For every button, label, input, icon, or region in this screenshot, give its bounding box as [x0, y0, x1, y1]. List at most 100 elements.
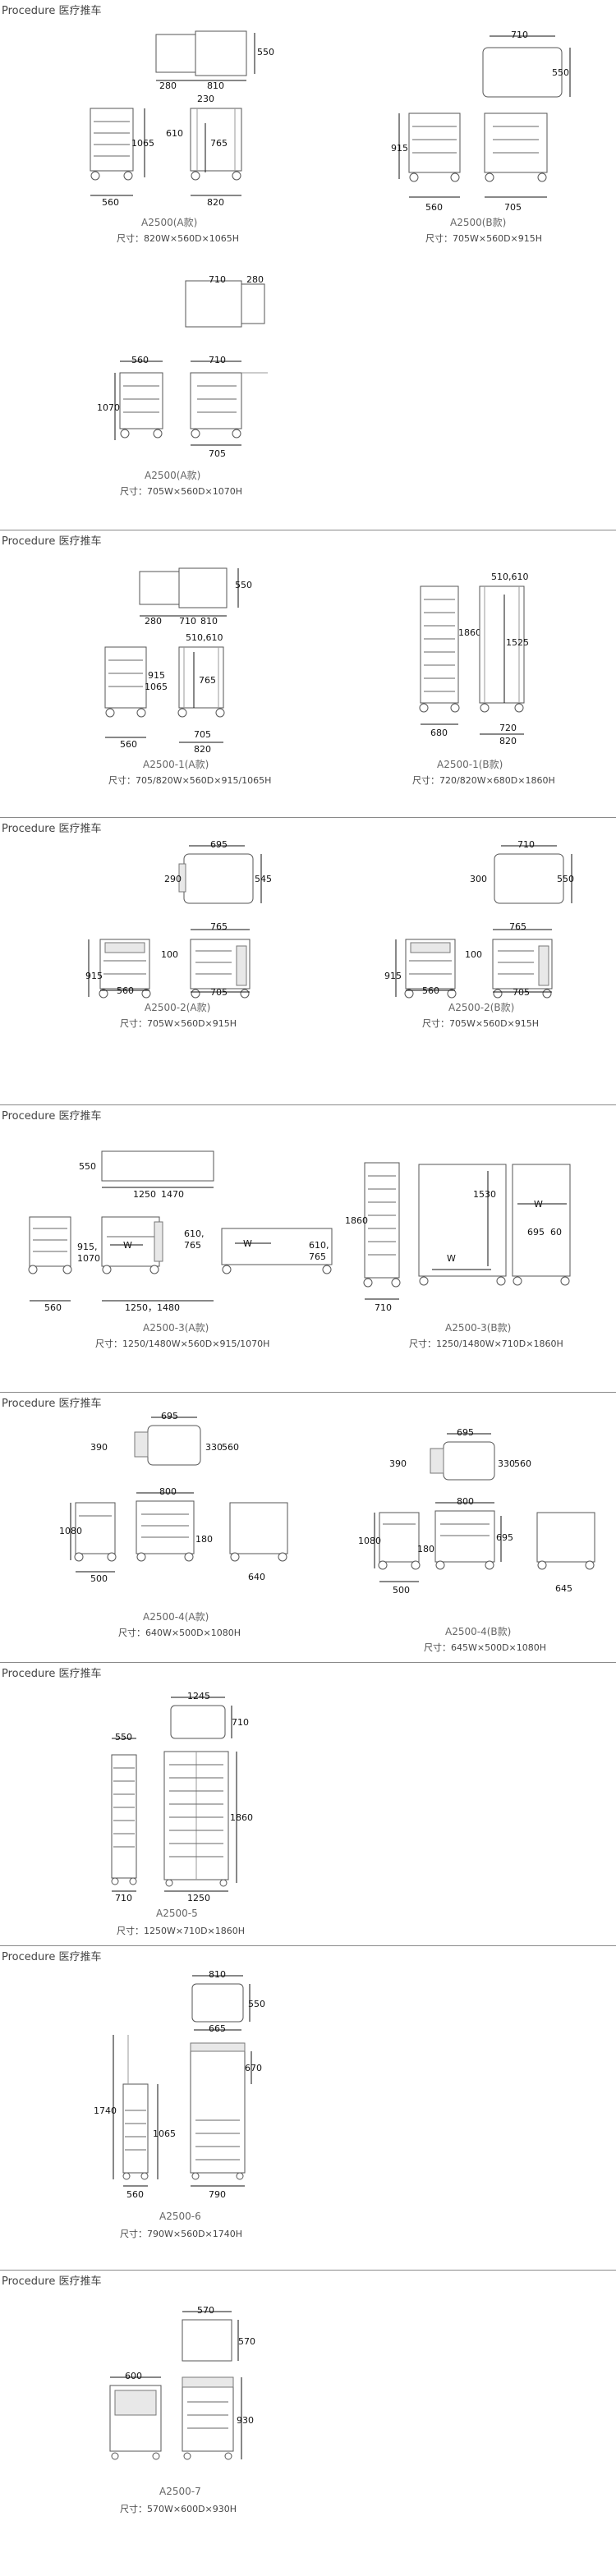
- product-size: 尺寸：705W×560D×1070H: [120, 486, 243, 497]
- dim-label: 705: [209, 448, 226, 459]
- product-size: 尺寸：705W×560D×915H: [425, 233, 543, 244]
- dim-label: 560: [120, 739, 137, 750]
- section-separator: [0, 2270, 616, 2271]
- dim-label: 1530: [473, 1189, 496, 1200]
- dim-label: W: [243, 1238, 252, 1249]
- dim-label: 710: [179, 616, 196, 627]
- section-7-drawing: 810 550 1740 1065 560 665 670 790: [94, 1969, 265, 2200]
- section-1: Procedure 医疗推车 550 280 810 230 1065 560 …: [0, 0, 616, 530]
- section-6-drawing: 1245 710 550 710 1860 1250: [111, 1691, 253, 1903]
- product-model: A2500-6: [159, 2211, 201, 2222]
- section-4-drawing: 550 1250 1470 915, 1070 560 W 610, 765 1…: [28, 1150, 571, 1313]
- dim-label: 710: [232, 1717, 249, 1728]
- dim-label: 560: [117, 985, 134, 996]
- dim-label: 710: [517, 839, 535, 850]
- dim-label: 710: [511, 30, 528, 40]
- dim-label: 790: [209, 2189, 226, 2200]
- product-model: A2500(A款): [141, 217, 198, 228]
- product-size: 尺寸：640W×500D×1080H: [118, 1628, 241, 1638]
- dim-label: 820: [194, 744, 211, 755]
- dim-label: 1250，1480: [125, 1302, 180, 1313]
- dim-label: 765: [210, 138, 228, 149]
- dim-label: 765: [309, 1251, 326, 1262]
- dim-label: 705: [194, 729, 211, 740]
- dim-label: 550: [79, 1161, 96, 1172]
- dim-label: 710: [209, 274, 226, 285]
- dim-label: 500: [393, 1585, 410, 1596]
- section-separator: [0, 1392, 616, 1393]
- dim-label: 500: [90, 1573, 108, 1584]
- dim-label: 1250: [187, 1893, 210, 1903]
- section-5-drawing: 695 390 330 560 1080 500 800 180 640 695…: [59, 1411, 595, 1596]
- dim-label: 560: [222, 1442, 239, 1453]
- dim-label: 665: [209, 2023, 226, 2034]
- dim-label: 1070: [97, 402, 120, 413]
- dim-label: 560: [425, 202, 443, 213]
- section-title: Procedure 医疗推车: [2, 1398, 102, 1410]
- product-model: A2500-4(A款): [143, 1611, 209, 1623]
- dim-label: 765: [184, 1240, 201, 1251]
- dim-label: 695: [161, 1411, 178, 1421]
- dim-label: 600: [125, 2371, 142, 2381]
- section-separator: [0, 817, 616, 818]
- dim-label: 1525: [506, 637, 529, 648]
- product-size: 尺寸：570W×600D×930H: [120, 2504, 237, 2514]
- dim-label: 60: [550, 1227, 562, 1237]
- dim-label: 810: [209, 1969, 226, 1980]
- product-size: 尺寸：705/820W×560D×915/1065H: [108, 775, 272, 786]
- section-title: Procedure 医疗推车: [2, 1951, 102, 1963]
- dim-label: 915: [85, 971, 103, 981]
- dim-label: 1860: [458, 627, 481, 638]
- dim-label: 1470: [161, 1189, 184, 1200]
- dim-label: 810: [207, 80, 224, 91]
- dim-label: 800: [457, 1496, 474, 1507]
- dim-label: 570: [238, 2336, 255, 2347]
- dim-label: 390: [90, 1442, 108, 1453]
- dim-label: 1860: [345, 1215, 368, 1226]
- section-6: Procedure 医疗推车 1245 710 550 710 1860 125…: [0, 1663, 616, 1945]
- section-title: Procedure 医疗推车: [2, 1110, 102, 1123]
- dim-label: 280: [246, 274, 264, 285]
- dim-label: 610,: [184, 1228, 205, 1239]
- dim-label: 695: [210, 839, 228, 850]
- section-1-drawing: 550 280 810 230 1065 560 610 765 820 710…: [90, 30, 571, 459]
- section-8: Procedure 医疗推车 570 570 600 930 A2500-7 尺…: [0, 2271, 616, 2576]
- dim-label: 705: [210, 987, 228, 998]
- dim-label: 545: [255, 874, 272, 884]
- dim-label: 1245: [187, 1691, 210, 1701]
- dim-label: 560: [126, 2189, 144, 2200]
- dim-label: 640: [248, 1572, 265, 1582]
- dim-label: 695: [496, 1532, 513, 1543]
- dim-label: 915,: [77, 1242, 98, 1252]
- section-title: Procedure 医疗推车: [2, 2275, 102, 2288]
- dim-label: 1080: [358, 1536, 381, 1546]
- dim-label: 280: [145, 616, 162, 627]
- section-separator: [0, 1104, 616, 1105]
- dim-label: 560: [44, 1302, 62, 1313]
- dim-label: 915: [391, 143, 408, 154]
- dim-label: 680: [430, 728, 448, 738]
- section-2: Procedure 医疗推车 550 280 710 810 510,610 9…: [0, 530, 616, 817]
- section-4: Procedure 医疗推车 550 1250 1470 915, 1070 5…: [0, 1105, 616, 1392]
- dim-label: 560: [514, 1458, 531, 1469]
- dim-label: 330: [205, 1442, 223, 1453]
- dim-label: 915: [384, 971, 402, 981]
- product-size: 尺寸：1250W×710D×1860H: [117, 1926, 246, 1936]
- dim-label: 330: [498, 1458, 515, 1469]
- section-3: Procedure 医疗推车 695 290 545 915 100 560 7…: [0, 818, 616, 1104]
- dim-label: 100: [161, 949, 178, 960]
- dim-label: 610,: [309, 1240, 329, 1251]
- dim-label: 1860: [230, 1812, 253, 1823]
- dim-label: 820: [207, 197, 224, 208]
- dim-label: 550: [257, 47, 274, 57]
- dim-label: 645: [555, 1583, 572, 1594]
- dim-label: 550: [552, 67, 569, 78]
- dim-label: 765: [509, 921, 526, 932]
- product-model: A2500-1(A款): [143, 759, 209, 770]
- section-title: Procedure 医疗推车: [2, 1668, 102, 1680]
- product-model: A2500(B款): [450, 217, 507, 228]
- product-model: A2500-2(A款): [145, 1002, 211, 1013]
- dim-label: 915: [148, 670, 165, 681]
- dim-label: 560: [102, 197, 119, 208]
- dim-label: 560: [131, 355, 149, 365]
